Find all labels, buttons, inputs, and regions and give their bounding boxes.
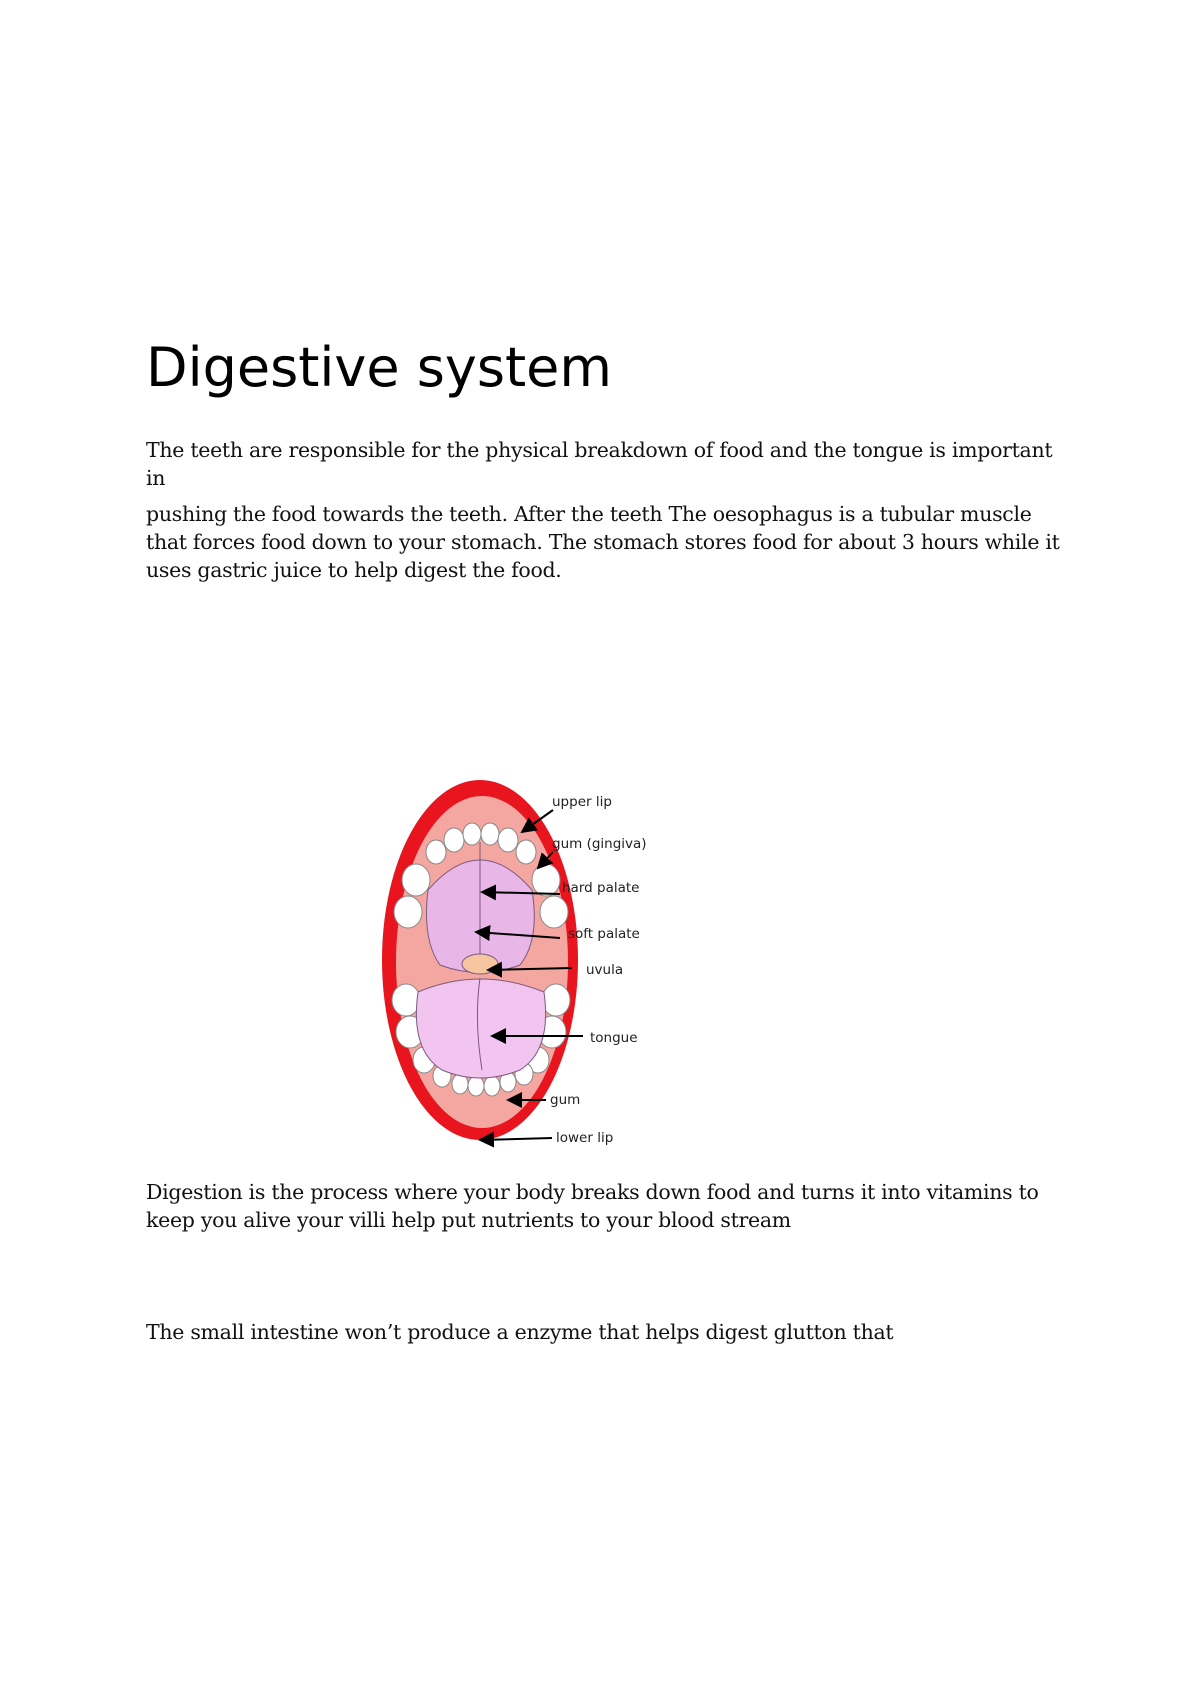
mouth-diagram: upper lip gum (gingiva) hard palate soft… [380, 770, 710, 1150]
arrow-uvula [486, 961, 573, 978]
mouth-diagram-svg: upper lip gum (gingiva) hard palate soft… [382, 780, 647, 1148]
arrow-lower-lip [478, 1131, 553, 1148]
arrow-soft-palate [474, 925, 561, 941]
label-lower-lip: lower lip [556, 1130, 613, 1146]
upper-teeth [393, 822, 569, 929]
arrow-upper-lip [520, 809, 554, 834]
label-gum-gingiva: gum (gingiva) [552, 836, 647, 852]
label-tongue: tongue [590, 1030, 638, 1046]
paragraph-small-intestine: The small intestine won’t produce a enzy… [146, 1320, 894, 1344]
label-upper-lip: upper lip [552, 794, 612, 810]
label-hard-palate: hard palate [562, 880, 639, 896]
arrow-hard-palate [480, 884, 561, 901]
arrow-gum-gingiva [536, 851, 554, 870]
tongue-shape [415, 978, 547, 1079]
label-gum: gum [550, 1092, 580, 1108]
label-uvula: uvula [586, 962, 623, 978]
paragraph-teeth-line1: The teeth are responsible for the physic… [146, 438, 1053, 490]
uvula-shape [461, 953, 499, 975]
label-soft-palate: soft palate [568, 926, 640, 942]
paragraph-teeth: The teeth are responsible for the physic… [146, 436, 1066, 584]
paragraph-digestion: Digestion is the process where your body… [146, 1180, 1039, 1232]
paragraph-teeth-rest: pushing the food towards the teeth. Afte… [146, 502, 1060, 582]
page-title: Digestive system [146, 336, 612, 399]
lower-teeth [391, 983, 571, 1097]
